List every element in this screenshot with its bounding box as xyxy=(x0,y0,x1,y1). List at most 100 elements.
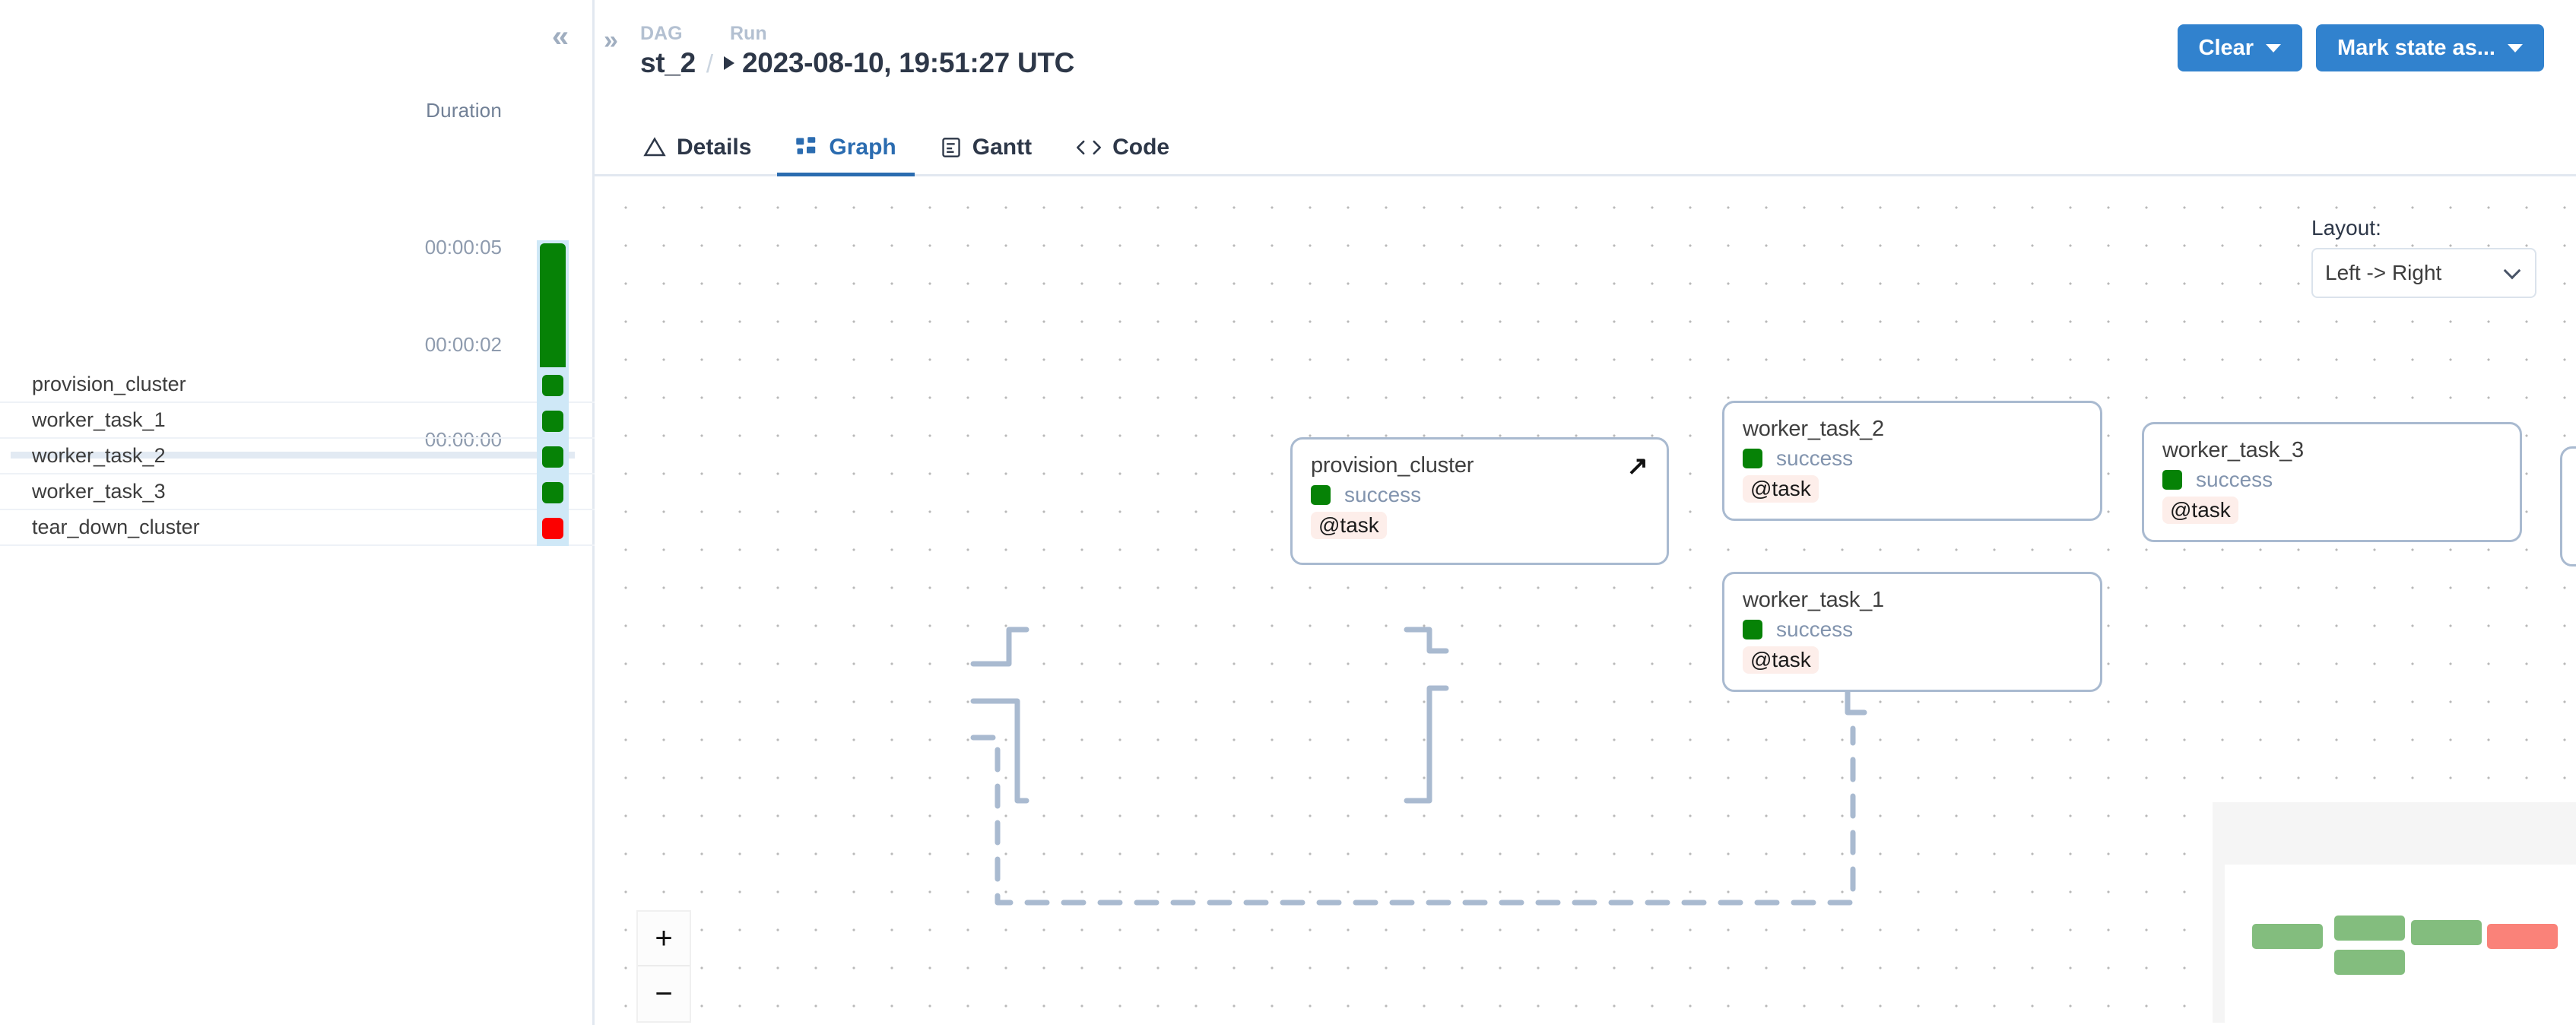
duration-chart: Duration 00:00:05 00:00:02 00:00:00 xyxy=(0,91,595,459)
grid-side-panel: « Duration 00:00:05 00:00:02 00:00:00 pr… xyxy=(0,0,595,1025)
breadcrumb-separator: / xyxy=(706,49,714,78)
tab-gantt[interactable]: Gantt xyxy=(922,135,1050,174)
minimap-node xyxy=(2334,916,2405,941)
task-row[interactable]: worker_task_1 xyxy=(0,403,595,439)
task-instance-list: provision_cluster worker_task_1 worker_tas… xyxy=(0,367,595,546)
status-square-failed xyxy=(542,517,563,539)
task-status-cell[interactable] xyxy=(537,367,569,403)
caret-down-icon xyxy=(2508,43,2523,52)
task-row[interactable]: worker_task_3 xyxy=(0,474,595,510)
task-row[interactable]: tear_down_cluster xyxy=(0,510,595,546)
node-title: worker_task_2 xyxy=(1743,417,1884,441)
layout-label: Layout: xyxy=(2311,216,2381,240)
breadcrumb-dag-id[interactable]: st_2 xyxy=(640,47,696,78)
breadcrumb-run-label: Run xyxy=(730,23,767,44)
graph-nodes-icon xyxy=(795,136,818,159)
node-state: success xyxy=(1743,617,2082,642)
gantt-doc-icon xyxy=(941,136,962,159)
zoom-controls: + − xyxy=(636,910,691,1023)
state-square-success xyxy=(1743,449,1762,468)
node-state: success xyxy=(1743,446,2082,471)
layout-select[interactable]: Left -> Right xyxy=(2311,248,2536,298)
node-link-arrow-icon[interactable]: ↗ xyxy=(1626,452,1649,481)
tab-code[interactable]: Code xyxy=(1058,135,1188,174)
collapse-panel-icon[interactable]: « xyxy=(551,20,569,53)
zoom-out-button[interactable]: − xyxy=(655,977,673,1011)
clear-button[interactable]: Clear xyxy=(2177,24,2303,71)
tab-graph[interactable]: Graph xyxy=(777,135,915,176)
run-caret-icon xyxy=(724,56,735,70)
node-state-label: success xyxy=(2196,468,2273,491)
code-brackets-icon xyxy=(1076,137,1102,158)
duration-tick-0: 00:00:00 xyxy=(424,428,502,451)
tab-details[interactable]: Details xyxy=(625,135,769,174)
node-state: success xyxy=(1311,483,1648,507)
node-title: worker_task_3 xyxy=(2162,438,2304,462)
task-name: worker_task_3 xyxy=(32,480,166,503)
breadcrumb-labels: DAG Run xyxy=(640,23,767,45)
state-square-success xyxy=(1311,485,1331,505)
page-header: » DAG Run st_2 / 2023-08-10, 19:51:27 UT… xyxy=(595,0,2576,116)
task-status-cell[interactable] xyxy=(537,510,569,546)
mark-state-as-button-label: Mark state as... xyxy=(2337,35,2495,60)
header-actions: Clear Mark state as... xyxy=(2177,24,2544,71)
task-status-cell[interactable] xyxy=(537,439,569,474)
minimap-node xyxy=(2487,924,2558,949)
tab-label: Gantt xyxy=(972,135,1033,160)
breadcrumb-dag-label: DAG xyxy=(640,23,683,44)
layout-select-value: Left -> Right xyxy=(2325,261,2442,284)
duration-tick-5: 00:00:05 xyxy=(424,236,502,259)
task-name: worker_task_1 xyxy=(32,408,166,431)
chevron-down-icon xyxy=(2503,262,2521,280)
task-status-cell[interactable] xyxy=(537,474,569,510)
node-state-label: success xyxy=(1344,483,1422,506)
task-status-cell[interactable] xyxy=(537,403,569,439)
task-row[interactable]: provision_cluster xyxy=(0,367,595,403)
minimap-node xyxy=(2334,950,2405,975)
task-name: tear_down_cluster xyxy=(32,516,200,538)
node-operator-badge: @task xyxy=(1311,512,1387,539)
main-content: » DAG Run st_2 / 2023-08-10, 19:51:27 UT… xyxy=(595,0,2576,1025)
task-name: provision_cluster xyxy=(32,373,186,395)
mark-state-as-button[interactable]: Mark state as... xyxy=(2316,24,2544,71)
tab-label: Code xyxy=(1112,135,1170,160)
graph-minimap[interactable] xyxy=(2213,802,2576,1023)
node-state-label: success xyxy=(1776,617,1854,641)
status-square-success xyxy=(542,410,563,432)
breadcrumb-run-id[interactable]: 2023-08-10, 19:51:27 UTC xyxy=(742,47,1075,78)
status-square-success xyxy=(542,374,563,396)
expand-panel-icon[interactable]: » xyxy=(604,26,618,55)
node-title: worker_task_1 xyxy=(1743,588,1884,612)
layout-control: Layout: Left -> Right xyxy=(2311,216,2536,298)
node-title: provision_cluster xyxy=(1311,453,1474,478)
zoom-in-button[interactable]: + xyxy=(638,912,690,966)
minimap-viewport[interactable] xyxy=(2225,865,2576,1023)
node-operator-badge: @task xyxy=(2162,497,2238,524)
node-operator-badge: @task xyxy=(1743,475,1819,503)
status-square-success xyxy=(542,481,563,503)
duration-tick-2: 00:00:02 xyxy=(424,333,502,356)
status-square-success xyxy=(542,446,563,468)
caret-down-icon xyxy=(2266,43,2282,52)
node-operator-badge: @task xyxy=(1743,646,1819,674)
triangle-alert-icon xyxy=(643,136,666,159)
task-row[interactable]: worker_task_2 xyxy=(0,439,595,474)
clear-button-label: Clear xyxy=(2198,35,2254,60)
duration-chart-title: Duration xyxy=(426,99,502,122)
grid-header-divider xyxy=(11,452,575,459)
tab-label: Details xyxy=(677,135,752,160)
minimap-node xyxy=(2411,920,2482,945)
node-state-label: success xyxy=(1776,446,1854,470)
node-state: success xyxy=(2162,468,2501,492)
view-tabs: Details Graph Gantt Code xyxy=(595,116,2576,176)
graph-node-tear_down_cluster[interactable]: tear_down_clusterfailed@task↘ xyxy=(2560,446,2576,566)
state-square-success xyxy=(2162,470,2182,490)
minimap-node xyxy=(2252,924,2323,949)
breadcrumb: st_2 / 2023-08-10, 19:51:27 UTC xyxy=(640,47,1074,79)
